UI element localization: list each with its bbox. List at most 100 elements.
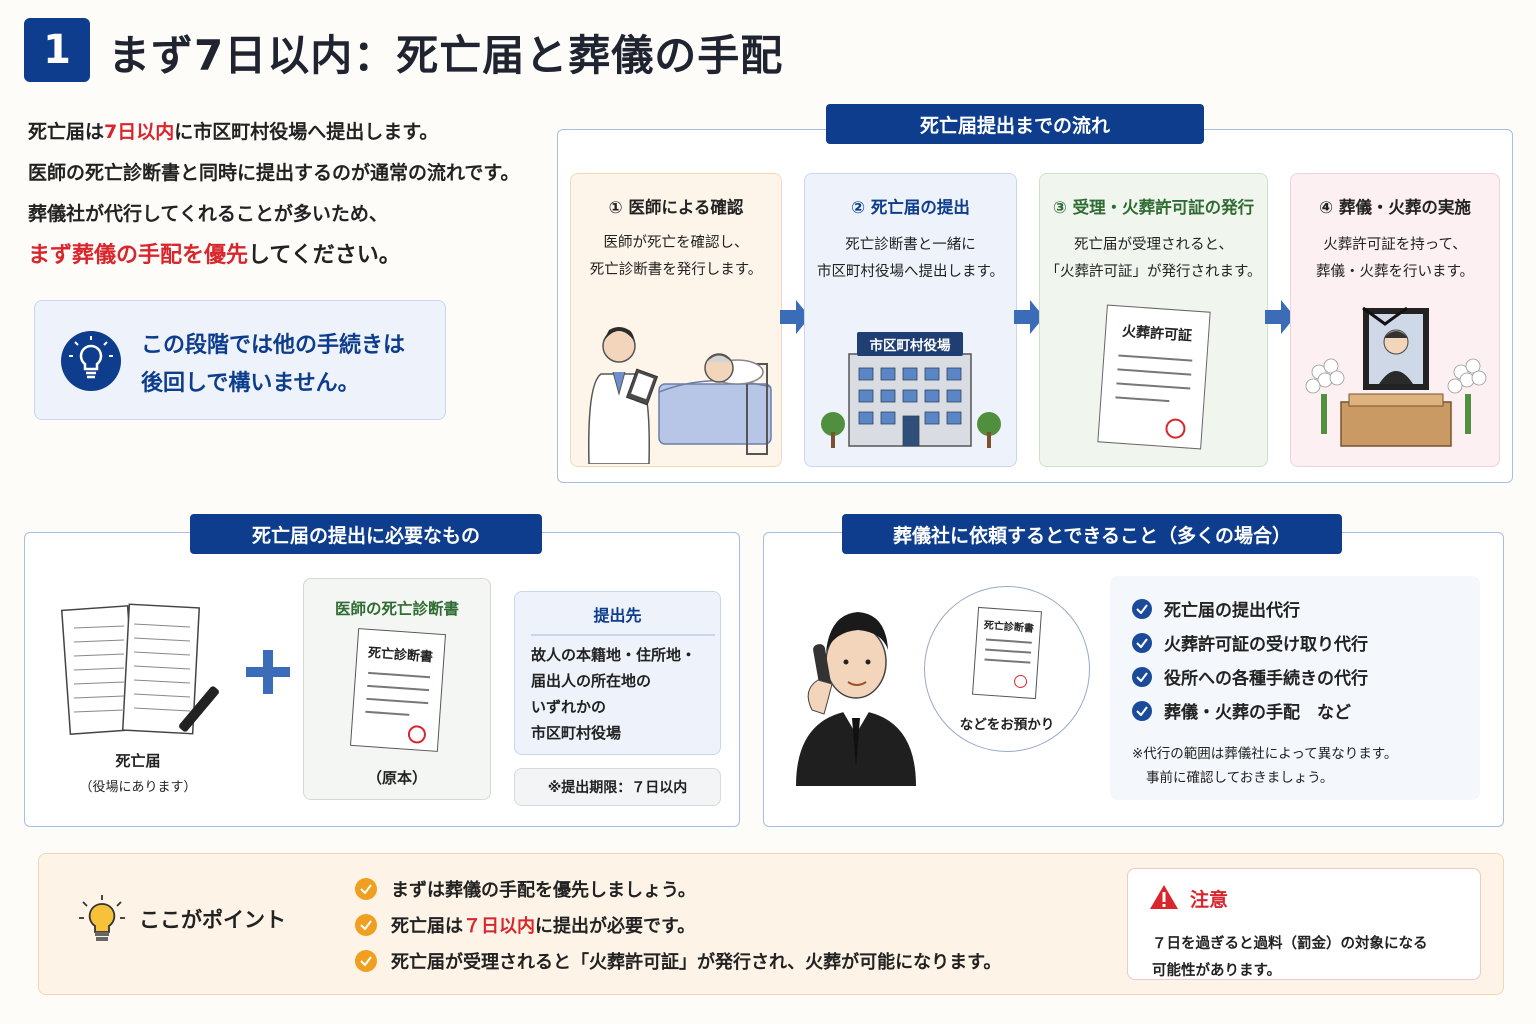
flow-step-2-desc1: 死亡診断書と一緒に bbox=[845, 237, 976, 253]
required-panel-title: 死亡届の提出に必要なもの bbox=[190, 514, 542, 554]
flow-step-3: ③ 受理・火葬許可証の発行 死亡届が受理されると、 「火葬許可証」が発行されます… bbox=[1039, 173, 1268, 467]
death-form-label: 死亡届 bbox=[115, 752, 161, 770]
key-point-2-a: 死亡届は bbox=[391, 916, 463, 937]
flow-step-1-title: ① 医師による確認 bbox=[608, 198, 744, 217]
check-icon bbox=[1132, 700, 1152, 721]
flow-step-1-desc: 医師が死亡を確認し、 死亡診断書を発行します。 bbox=[571, 230, 781, 284]
key-point-1: まずは葬儀の手配を優先しましょう。 bbox=[355, 876, 696, 902]
caution-line-2: 可能性があります。 bbox=[1152, 963, 1282, 979]
funeral-service-list: 死亡届の提出代行 火葬許可証の受け取り代行 役所への各種手続きの代行 葬儀・火葬… bbox=[1110, 576, 1480, 800]
intro-line4-b: してください。 bbox=[248, 243, 401, 268]
funeral-service-item-3-label: 役所への各種手続きの代行 bbox=[1164, 669, 1368, 689]
flow-step-4-desc2: 葬儀・火葬を行います。 bbox=[1315, 264, 1475, 280]
tip-text: この段階では他の手続きは 後回しで構いません。 bbox=[141, 327, 405, 403]
check-icon bbox=[355, 914, 377, 936]
submission-destination-card: 提出先 故人の本籍地・住所地・ 届出人の所在地の いずれかの 市区町村役場 bbox=[514, 591, 721, 755]
city-hall-illustration bbox=[821, 353, 1001, 448]
arrow-right-icon bbox=[1265, 300, 1295, 334]
funeral-note-2: 事前に確認しておきましょう。 bbox=[1146, 770, 1334, 786]
check-icon bbox=[355, 950, 377, 972]
tip-line1: この段階では他の手続きは bbox=[141, 333, 406, 358]
check-icon bbox=[1132, 632, 1152, 653]
death-certificate-doc-title: 死亡診断書 bbox=[367, 645, 434, 666]
flow-step-2-title: ② 死亡届の提出 bbox=[851, 198, 970, 217]
flow-step-4-desc: 火葬許可証を持って、 葬儀・火葬を行います。 bbox=[1291, 232, 1499, 286]
funeral-service-item-3: 役所への各種手続きの代行 bbox=[1132, 664, 1368, 689]
intro-line1-a: 死亡届は bbox=[28, 121, 105, 143]
lightbulb-icon bbox=[61, 331, 121, 391]
destination-line-2: 届出人の所在地の bbox=[531, 672, 652, 690]
section-number: 1 bbox=[43, 27, 71, 73]
flow-step-1-desc1: 医師が死亡を確認し、 bbox=[603, 235, 749, 251]
caution-line-1: ７日を過ぎると過料（罰金）の対象になる bbox=[1152, 936, 1428, 952]
check-icon bbox=[1132, 666, 1152, 687]
tip-line2: 後回しで構いません。 bbox=[141, 371, 360, 396]
bubble-text: などをお預かり bbox=[959, 717, 1055, 733]
funeral-staff-on-phone-illustration bbox=[796, 612, 916, 786]
flow-step-3-desc1: 死亡届が受理されると、 bbox=[1074, 237, 1233, 253]
flow-step-1: ① 医師による確認 医師が死亡を確認し、 死亡診断書を発行します。 bbox=[570, 173, 782, 467]
page-title: まず7日以内：死亡届と葬儀の手配 bbox=[108, 31, 784, 80]
flow-step-4-desc1: 火葬許可証を持って、 bbox=[1323, 237, 1467, 253]
key-point-1-text: まずは葬儀の手配を優先しましょう。 bbox=[391, 880, 696, 901]
funeral-note-1: ※代行の範囲は葬儀社によって異なります。 bbox=[1132, 746, 1398, 762]
intro-line1-b: に市区町村役場へ提出します。 bbox=[174, 121, 439, 143]
funeral-service-item-1-label: 死亡届の提出代行 bbox=[1164, 601, 1300, 621]
seal-icon bbox=[1164, 417, 1187, 440]
intro-highlight-7days: 7日以内 bbox=[104, 121, 175, 143]
death-form-sublabel: （役場にあります） bbox=[79, 780, 197, 795]
submission-deadline: ※提出期限：７日以内 bbox=[514, 768, 721, 806]
intro-highlight-funeral: まず葬儀の手配を優先 bbox=[28, 243, 249, 268]
city-hall-sign: 市区町村役場 bbox=[857, 332, 963, 356]
flow-step-3-desc: 死亡届が受理されると、 「火葬許可証」が発行されます。 bbox=[1040, 232, 1267, 286]
flow-step-2-desc: 死亡診断書と一緒に 市区町村役場へ提出します。 bbox=[805, 232, 1016, 286]
check-icon bbox=[1132, 598, 1152, 619]
key-point-3-text: 死亡届が受理されると「火葬許可証」が発行され、火葬が可能になります。 bbox=[391, 952, 1002, 973]
destination-line-4: 市区町村役場 bbox=[531, 724, 622, 742]
flow-step-2: ② 死亡届の提出 死亡診断書と一緒に 市区町村役場へ提出します。 市区町村役場 bbox=[804, 173, 1017, 467]
key-point-2-b: に提出が必要です。 bbox=[535, 916, 696, 937]
flow-step-4: ④ 葬儀・火葬の実施 火葬許可証を持って、 葬儀・火葬を行います。 bbox=[1290, 173, 1500, 467]
bubble-certificate-doc: 死亡診断書 bbox=[972, 606, 1042, 700]
destination-lines: 故人の本籍地・住所地・ 届出人の所在地の いずれかの 市区町村役場 bbox=[531, 642, 696, 746]
funeral-service-item-4-label: 葬儀・火葬の手配 など bbox=[1164, 703, 1351, 723]
section-number-badge: 1 bbox=[24, 18, 90, 82]
key-point-3: 死亡届が受理されると「火葬許可証」が発行され、火葬が可能になります。 bbox=[355, 948, 1001, 974]
funeral-service-item-1: 死亡届の提出代行 bbox=[1132, 596, 1300, 621]
check-icon bbox=[355, 878, 377, 900]
doctor-patient-illustration bbox=[588, 327, 772, 464]
flow-step-2-desc2: 市区町村役場へ提出します。 bbox=[816, 264, 1005, 280]
caution-box: 注意 ７日を過ぎると過料（罰金）の対象になる 可能性があります。 bbox=[1127, 868, 1481, 980]
key-point-2: 死亡届は７日以内に提出が必要です。 bbox=[355, 912, 695, 938]
speech-bubble: 死亡診断書 などをお預かり bbox=[924, 586, 1090, 752]
arrow-right-icon bbox=[1014, 300, 1044, 334]
key-points-label: ここがポイント bbox=[139, 908, 286, 932]
seal-icon bbox=[407, 724, 427, 745]
warning-icon bbox=[1150, 885, 1178, 909]
key-points-box: ここがポイント まずは葬儀の手配を優先しましょう。 死亡届は７日以内に提出が必要… bbox=[38, 853, 1504, 995]
cremation-permit-doc-title: 火葬許可証 bbox=[1121, 323, 1193, 345]
flow-step-3-title: ③ 受理・火葬許可証の発行 bbox=[1052, 198, 1255, 217]
funeral-service-item-2-label: 火葬許可証の受け取り代行 bbox=[1164, 635, 1368, 655]
death-certificate-card-title: 医師の死亡診断書 bbox=[334, 600, 459, 618]
destination-line-1: 故人の本籍地・住所地・ bbox=[531, 646, 697, 664]
intro-line3: 葬儀社が代行してくれることが多いため、 bbox=[28, 203, 388, 225]
intro-line2: 医師の死亡診断書と同時に提出するのが通常の流れです。 bbox=[28, 162, 520, 184]
funeral-service-item-4: 葬儀・火葬の手配 など bbox=[1132, 698, 1351, 723]
death-certificate-doc: 死亡診断書 bbox=[349, 628, 447, 752]
flow-step-1-desc2: 死亡診断書を発行します。 bbox=[589, 262, 763, 278]
bubble-certificate-title: 死亡診断書 bbox=[983, 620, 1035, 635]
seal-icon bbox=[1013, 674, 1028, 689]
funeral-altar-illustration bbox=[1305, 306, 1487, 447]
death-certificate-card: 医師の死亡診断書 死亡診断書 （原本） bbox=[303, 578, 491, 800]
funeral-service-panel-title: 葬儀社に依頼するとできること（多くの場合） bbox=[842, 514, 1342, 554]
caution-text: ７日を過ぎると過料（罰金）の対象になる 可能性があります。 bbox=[1152, 931, 1428, 985]
caution-title: 注意 bbox=[1190, 889, 1229, 911]
lightbulb-icon bbox=[79, 895, 125, 941]
intro-text: 死亡届は7日以内に市区町村役場へ提出します。 医師の死亡診断書と同時に提出するの… bbox=[28, 112, 520, 276]
cremation-permit-doc: 火葬許可証 bbox=[1097, 304, 1211, 450]
death-notification-form-illustration bbox=[60, 603, 219, 735]
flow-panel-title: 死亡届提出までの流れ bbox=[826, 104, 1204, 144]
death-certificate-original-label: （原本） bbox=[366, 769, 427, 787]
destination-line-3: いずれかの bbox=[531, 698, 607, 716]
